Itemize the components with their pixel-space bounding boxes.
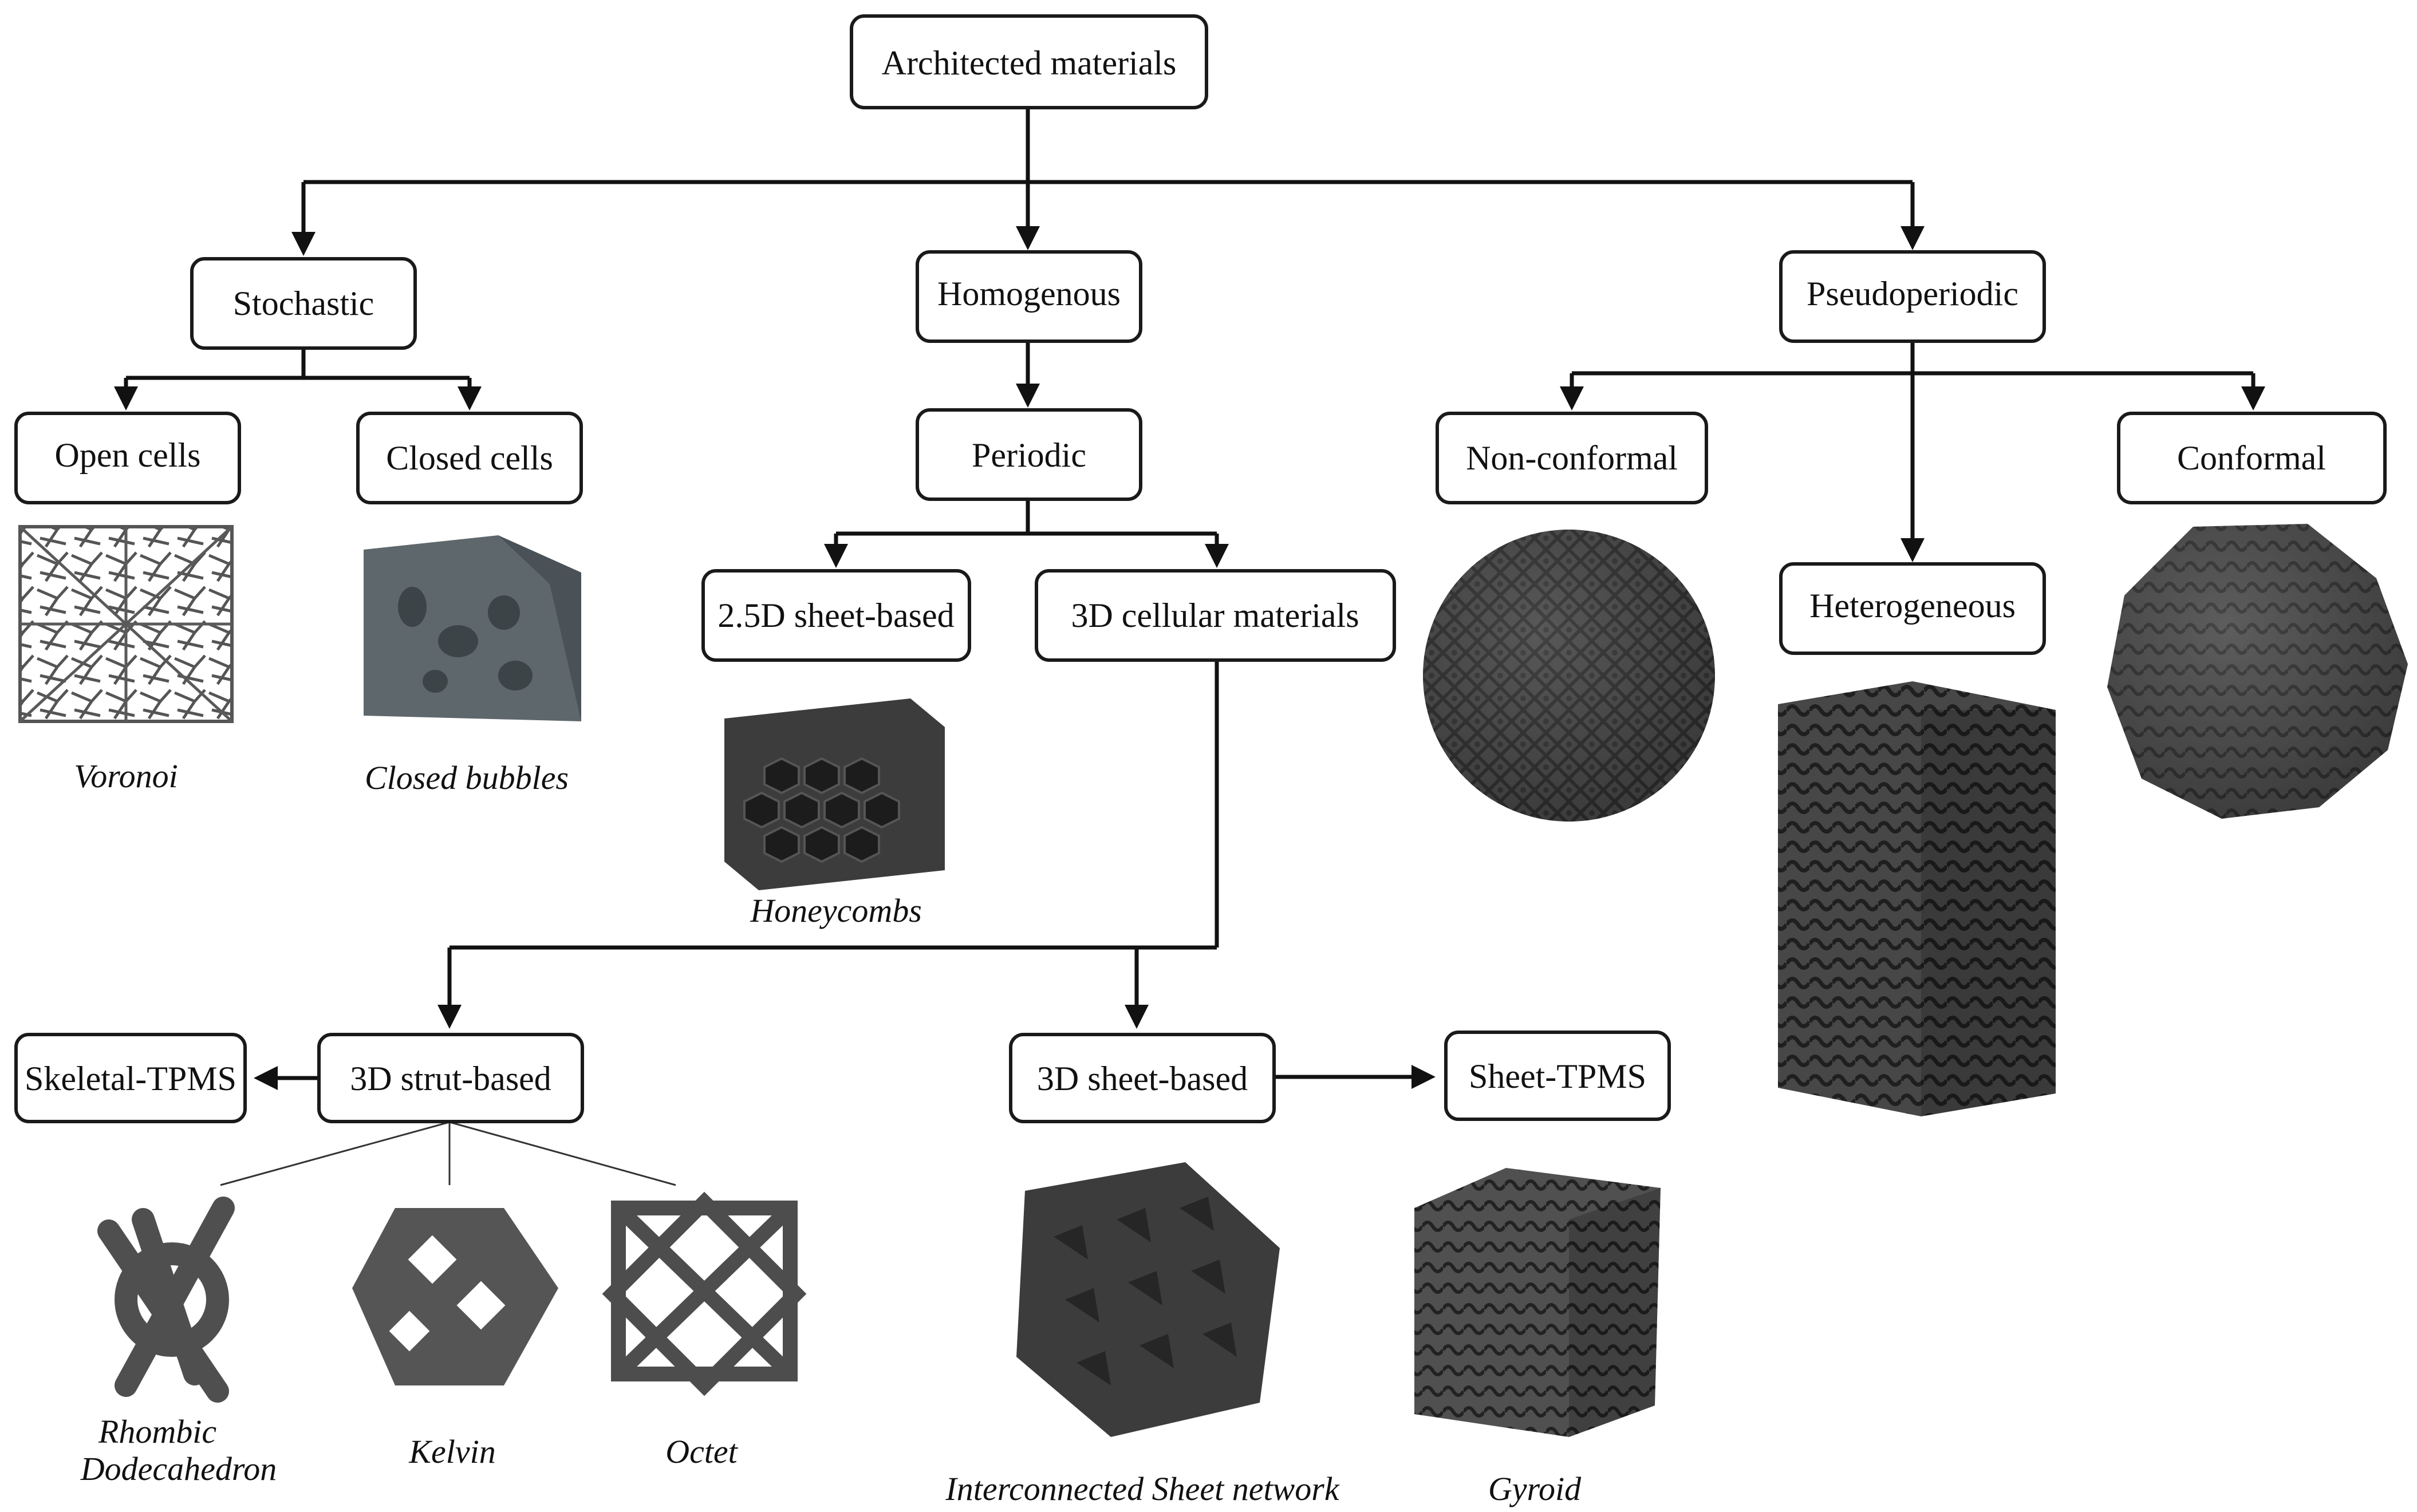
octet-image: [602, 1191, 807, 1396]
heterogeneous-block-image: [1778, 681, 2056, 1116]
caption-octet: Octet: [665, 1433, 738, 1470]
caption-gyroid: Gyroid: [1488, 1470, 1582, 1507]
node-homogenous: Homogenous: [916, 250, 1142, 343]
svg-text:Pseudoperiodic: Pseudoperiodic: [1807, 275, 2018, 313]
svg-text:Stochastic: Stochastic: [233, 285, 374, 322]
svg-text:Heterogeneous: Heterogeneous: [1809, 587, 2016, 625]
node-architected-materials: Architected materials: [850, 14, 1208, 109]
node-skeletal-tpms: Skeletal-TPMS: [14, 1033, 247, 1123]
kelvin-image: [352, 1208, 558, 1385]
node-periodic: Periodic: [916, 408, 1142, 501]
node-closed-cells: Closed cells: [356, 412, 583, 504]
node-pseudoperiodic: Pseudoperiodic: [1779, 250, 2046, 343]
svg-text:Open cells: Open cells: [55, 436, 201, 474]
svg-text:Sheet-TPMS: Sheet-TPMS: [1469, 1057, 1646, 1095]
caption-rhombic: Rhombic: [98, 1413, 216, 1450]
node-3d-cellular-materials: 3D cellular materials: [1035, 569, 1396, 662]
node-3d-strut-based: 3D strut-based: [317, 1033, 584, 1123]
closed-bubbles-image: [364, 535, 581, 721]
caption-closed-bubbles: Closed bubbles: [365, 759, 569, 796]
node-3d-sheet-based: 3D sheet-based: [1009, 1033, 1276, 1123]
interconnected-sheet-image: [1016, 1162, 1280, 1437]
gyroid-image: [1414, 1168, 1661, 1437]
connectors: [114, 108, 2265, 1186]
caption-honeycombs: Honeycombs: [750, 892, 922, 929]
svg-text:3D sheet-based: 3D sheet-based: [1037, 1060, 1248, 1098]
non-conformal-sphere-image: [1423, 530, 1715, 822]
node-label: Architected materials: [882, 44, 1177, 82]
caption-interconnected-sheet-network: Interconnected Sheet network: [945, 1470, 1339, 1507]
svg-text:2.5D sheet-based: 2.5D sheet-based: [717, 597, 954, 634]
caption-voronoi: Voronoi: [74, 757, 178, 795]
svg-text:Conformal: Conformal: [2177, 439, 2326, 477]
node-open-cells: Open cells: [14, 412, 241, 504]
node-heterogeneous: Heterogeneous: [1779, 562, 2046, 655]
node-conformal: Conformal: [2117, 412, 2387, 504]
svg-text:Periodic: Periodic: [972, 436, 1086, 474]
svg-text:Non-conformal: Non-conformal: [1466, 439, 1678, 477]
conformal-polyhedron-image: [2107, 524, 2408, 819]
voronoi-image: [18, 525, 234, 723]
svg-text:Homogenous: Homogenous: [937, 275, 1121, 313]
node-sheet-tpms: Sheet-TPMS: [1444, 1031, 1671, 1121]
caption-dodecahedron: Dodecahedron: [80, 1450, 277, 1487]
node-2-5d-sheet-based: 2.5D sheet-based: [701, 569, 971, 662]
svg-text:3D strut-based: 3D strut-based: [350, 1060, 551, 1098]
node-stochastic: Stochastic: [190, 257, 417, 350]
node-non-conformal: Non-conformal: [1436, 412, 1708, 504]
caption-kelvin: Kelvin: [408, 1433, 495, 1470]
rhombic-dodecahedron-image: [97, 1197, 235, 1403]
honeycombs-image: [724, 698, 945, 890]
svg-text:Closed cells: Closed cells: [386, 439, 553, 477]
svg-text:Skeletal-TPMS: Skeletal-TPMS: [25, 1060, 236, 1098]
svg-text:3D cellular materials: 3D cellular materials: [1071, 597, 1359, 634]
